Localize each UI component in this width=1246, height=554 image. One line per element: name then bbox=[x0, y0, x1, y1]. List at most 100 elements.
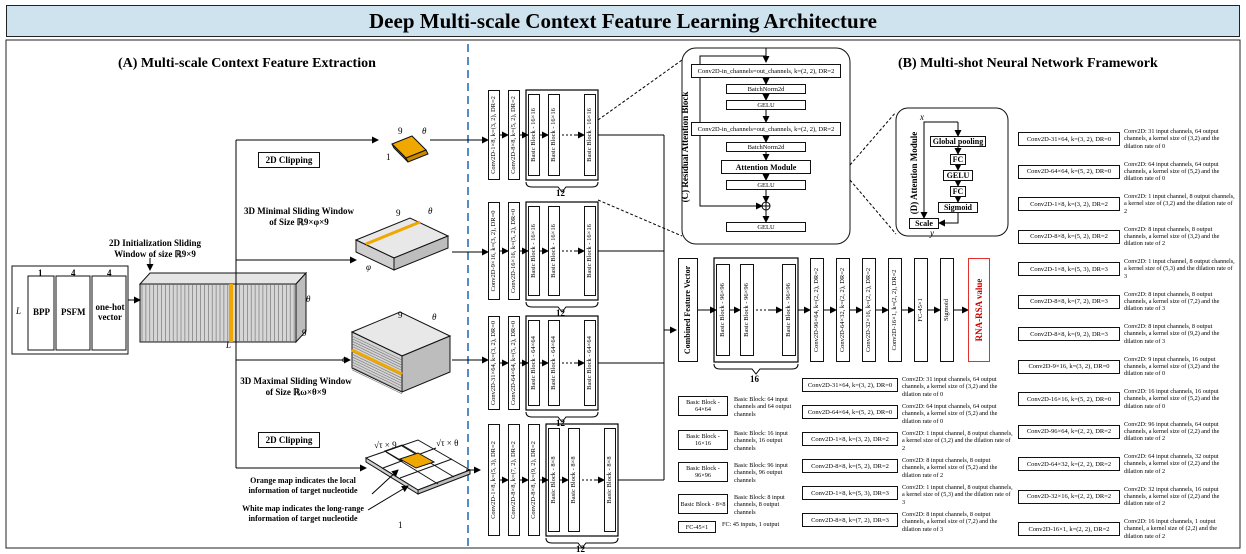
head-block0-box bbox=[716, 264, 730, 356]
branch2-conv0-box bbox=[488, 316, 500, 410]
branch3-repeat: 12 bbox=[576, 544, 585, 554]
attn-row-5: Scale bbox=[909, 218, 939, 229]
bpp-dim: 1 bbox=[38, 268, 43, 278]
bpp-label: BPP bbox=[33, 307, 50, 317]
branch2-repeat: 12 bbox=[556, 418, 565, 428]
clip-bottom: 2D Clipping bbox=[258, 432, 320, 448]
branch3-conv2-box bbox=[528, 424, 540, 536]
block-legend-0: Basic Block - 64×64 bbox=[678, 396, 728, 416]
branch0-block2-label: Basic Block - 16×16 bbox=[586, 108, 593, 162]
branch3-conv0-label: Conv2D-1×8, k=(5, 3), DR=2 bbox=[490, 441, 497, 519]
conv-legend-right-7: Conv2D-9×16, k=(3, 2), DR=0 bbox=[1018, 359, 1120, 374]
head-sigmoid-label: Sigmoid bbox=[943, 298, 950, 322]
grid-right: √τ × θ bbox=[436, 438, 459, 448]
branch1-conv0-label: Conv2D-9×16, k=(3, 2), DR=0 bbox=[490, 210, 497, 292]
attn-row-1: FC bbox=[950, 154, 966, 165]
branch0-conv0-box bbox=[488, 90, 500, 180]
stack-length: L bbox=[226, 340, 232, 350]
output-label: RNA-RSA value bbox=[974, 278, 984, 342]
max-theta: θ bbox=[432, 312, 437, 322]
branch2-conv0-label: Conv2D-31×64, k=(3, 2), DR=0 bbox=[490, 320, 497, 406]
minimal-slab bbox=[354, 217, 450, 271]
head-conv0-label: Conv2D-96×64, k=(2, 2), DR=2 bbox=[813, 267, 820, 353]
head-conv2-label: Conv2D-32×16, k=(2, 2), DR=2 bbox=[865, 267, 872, 353]
psfm-dim: 4 bbox=[71, 268, 76, 278]
minimal-window-label: 3D Minimal Sliding Window of Size ℝ9×φ×9 bbox=[244, 206, 354, 227]
branch3-block2-label: Basic Block - 8×8 bbox=[606, 456, 613, 504]
conv-legend-right-desc-10: Conv2D: 64 input channels, 32 output cha… bbox=[1124, 453, 1220, 475]
head-block2-box bbox=[782, 264, 796, 356]
branch0-block0-box bbox=[528, 94, 540, 176]
min-9: 9 bbox=[396, 208, 401, 218]
psfm-box bbox=[55, 275, 91, 351]
rab-title: (C) Residual Attention Block bbox=[680, 91, 690, 203]
branch2-conv1-label: Conv2D-64×64, k=(5, 2), DR=0 bbox=[510, 320, 517, 406]
block-legend-desc-0: Basic Block: 64 input channels and 64 ou… bbox=[734, 396, 792, 418]
head-conv1-label: Conv2D-64×32, k=(2, 2), DR=2 bbox=[839, 267, 846, 353]
conv-legend-right-desc-11: Conv2D: 32 input channels, 16 output cha… bbox=[1124, 485, 1220, 508]
small-cube bbox=[391, 135, 429, 163]
rab-row-2: GELU bbox=[726, 100, 806, 110]
outer-frame bbox=[5, 39, 1241, 549]
small-cube-theta: θ bbox=[422, 126, 427, 136]
conv-legend-mid-3: Conv2D-8×8, k=(5, 2), DR=2 bbox=[802, 459, 898, 473]
branch2-block1-label: Basic Block - 64×64 bbox=[550, 336, 557, 390]
min-theta: θ bbox=[428, 206, 433, 216]
onehot-box bbox=[91, 275, 127, 351]
head-fc-box bbox=[914, 258, 928, 362]
conv-legend-mid-desc-2: Conv2D: 1 input channel, 8 output channe… bbox=[902, 430, 1013, 452]
attn-x: x bbox=[920, 112, 924, 122]
branch0-block1-label: Basic Block - 16×16 bbox=[550, 108, 557, 162]
branch3-block1-box bbox=[568, 428, 580, 532]
branch0-repeat: 12 bbox=[556, 188, 565, 198]
conv-legend-right-10: Conv2D-64×32, k=(2, 2), DR=2 bbox=[1018, 457, 1120, 471]
block-legend-3: Basic Block - 8×8 bbox=[678, 494, 728, 514]
branch0-block1-box bbox=[548, 94, 560, 176]
attn-row-0: Global pooling bbox=[930, 136, 986, 147]
conv-legend-right-3: Conv2D-8×8, k=(5, 2), DR=2 bbox=[1018, 229, 1120, 244]
head-conv3-box bbox=[888, 258, 902, 362]
conv-legend-mid-desc-4: Conv2D: 1 input channel, 8 output channe… bbox=[902, 484, 1013, 506]
branch1-block1-label: Basic Block - 16×16 bbox=[550, 224, 557, 278]
block-legend-desc-3: Basic Block: 8 input channels, 8 output … bbox=[734, 494, 785, 516]
maximal-slab bbox=[350, 311, 452, 395]
branch3-conv1-box bbox=[508, 424, 520, 536]
clip-top: 2D Clipping bbox=[258, 152, 320, 168]
input-length-label: L bbox=[16, 306, 22, 316]
branch2-block2-box bbox=[584, 320, 596, 406]
onehot-label: one-hot vector bbox=[95, 302, 125, 322]
block-legend-desc-1: Basic Block: 16 input channels, 16 outpu… bbox=[734, 430, 788, 452]
max-omega: ω bbox=[342, 354, 349, 364]
min-phi: φ bbox=[366, 262, 371, 272]
conv-legend-right-1: Conv2D-64×64, k=(5, 2), DR=0 bbox=[1018, 164, 1120, 179]
attn-row-3: FC bbox=[950, 186, 966, 197]
conv-legend-mid-1: Conv2D-64×64, k=(5, 2), DR=0 bbox=[802, 405, 898, 419]
rab-row-0: Conv2D-in_channels=out_channels, k=(2, 2… bbox=[691, 64, 841, 78]
branch2-block1-box bbox=[548, 320, 560, 406]
conv-legend-mid-4: Conv2D-1×8, k=(5, 3), DR=3 bbox=[802, 486, 898, 500]
psfm-label: PSFM bbox=[61, 307, 86, 317]
section-a-title: (A) Multi-scale Context Feature Extracti… bbox=[118, 56, 376, 71]
conv-legend-right-desc-9: Conv2D: 96 input channels, 64 output cha… bbox=[1124, 420, 1220, 443]
branch0-block0-label: Basic Block - 16×16 bbox=[530, 108, 537, 162]
branch1-conv0-box bbox=[488, 202, 500, 300]
init-window-label: 2D Initialization Sliding Window of size… bbox=[108, 238, 202, 259]
maximal-window-label: 3D Maximal Sliding Window of Size ℝω×θ×9 bbox=[240, 376, 352, 397]
conv-legend-right-desc-2: Conv2D: 1 input channel, 8 output channe… bbox=[1124, 193, 1235, 215]
output-box bbox=[968, 258, 990, 362]
section-b-title: (B) Multi-shot Neural Network Framework bbox=[898, 56, 1158, 71]
conv-legend-mid-2: Conv2D-1×8, k=(3, 2), DR=2 bbox=[802, 432, 898, 446]
head-sigmoid-box bbox=[940, 258, 954, 362]
attn-row-4: Sigmoid bbox=[938, 202, 978, 213]
conv-legend-right-9: Conv2D-96×64, k=(2, 2), DR=2 bbox=[1018, 424, 1120, 439]
conv-legend-mid-0: Conv2D-31×64, k=(3, 2), DR=0 bbox=[802, 378, 898, 392]
stack-nine: 9 bbox=[302, 328, 307, 338]
attn-y: y bbox=[930, 228, 934, 238]
conv-legend-right-desc-5: Conv2D: 8 input channels, 8 output chann… bbox=[1124, 290, 1220, 313]
branch1-block0-box bbox=[528, 206, 540, 296]
conv-legend-mid-desc-5: Conv2D: 8 input channels, 8 output chann… bbox=[902, 511, 998, 533]
conv-legend-right-0: Conv2D-31×64, k=(3, 2), DR=0 bbox=[1018, 132, 1120, 146]
block-legend-4: FC-45×1 bbox=[678, 521, 716, 533]
branch0-conv1-label: Conv2D-8×8, k=(5, 2), DR=2 bbox=[510, 96, 517, 174]
